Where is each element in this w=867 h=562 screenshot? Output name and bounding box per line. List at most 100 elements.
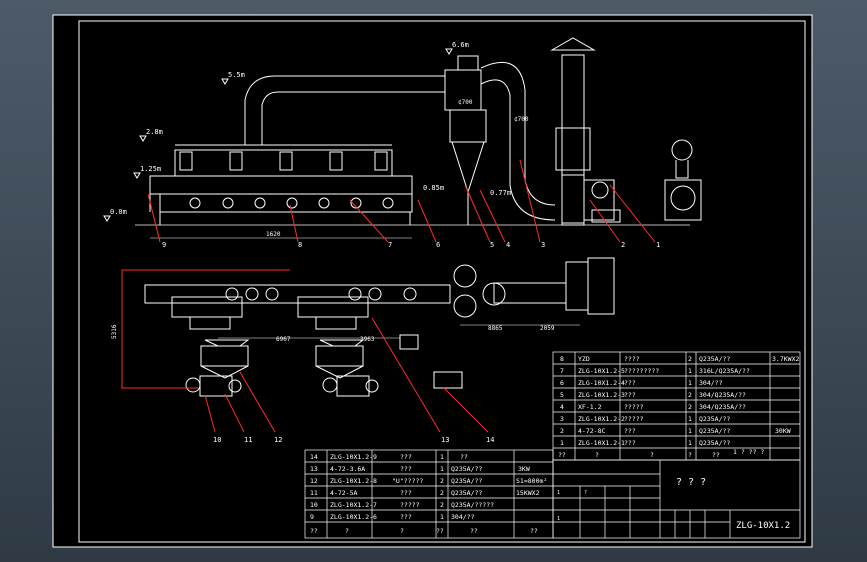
plan-pipe-red [121, 269, 290, 389]
svg-text:12: 12 [274, 436, 282, 444]
svg-text:??: ?? [470, 527, 478, 535]
svg-text:1: 1 [440, 513, 444, 521]
svg-text:15KWX2: 15KWX2 [516, 489, 540, 497]
svg-text:ZLG-10X1.2-7: ZLG-10X1.2-7 [330, 501, 377, 509]
svg-text:3: 3 [560, 415, 564, 423]
svg-text:????: ???? [624, 355, 640, 363]
svg-text:1: 1 [688, 367, 692, 375]
svg-text:2: 2 [560, 427, 564, 435]
svg-text:2: 2 [688, 355, 692, 363]
svg-text:2059: 2059 [540, 325, 555, 332]
svg-text:??: ?? [436, 527, 444, 535]
svg-text:4-72-8C: 4-72-8C [578, 427, 605, 435]
svg-text:???: ??? [624, 379, 636, 387]
svg-text:304/??: 304/?? [699, 379, 723, 387]
svg-text:??: ?? [558, 451, 566, 459]
svg-text:5: 5 [490, 241, 494, 249]
svg-text:ZLG-10X1.2-3: ZLG-10X1.2-3 [578, 391, 625, 399]
svg-text:???: ??? [624, 391, 636, 399]
elevation-label: 2.8m [146, 128, 163, 136]
svg-text:8: 8 [560, 355, 564, 363]
svg-text:9: 9 [310, 513, 314, 521]
elevation-markers: 6.6m 5.5m 2.8m 1.25m 0.0m 0.85m 0.77m [110, 41, 511, 216]
svg-text:XF-1.2: XF-1.2 [578, 403, 602, 411]
elevation-view [135, 37, 702, 226]
svg-text:1: 1 [688, 379, 692, 387]
drawing-frame [78, 20, 806, 543]
svg-text:8865: 8865 [488, 325, 503, 332]
svg-text:Q235A/??: Q235A/?? [699, 439, 730, 447]
svg-text:1: 1 [688, 427, 692, 435]
svg-text:2: 2 [621, 241, 625, 249]
parts-list-lower-text: 14 ZLG-10X1.2-9 ??? 1 ?? 13 4-72-3.6A ??… [310, 453, 547, 535]
svg-text:ZLG-10X1.2-9: ZLG-10X1.2-9 [330, 453, 377, 461]
svg-text:Q235A/??: Q235A/?? [451, 489, 482, 497]
svg-text:??: ?? [460, 453, 468, 461]
elevation-label: 0.77m [490, 189, 511, 197]
elevation-label: 6.6m [452, 41, 469, 49]
svg-text:ZLG-10X1.2-6: ZLG-10X1.2-6 [330, 513, 377, 521]
svg-text:1: 1 [688, 415, 692, 423]
part-balloons-bottom: 10 11 12 13 14 [213, 436, 494, 444]
svg-text:?????: ????? [624, 415, 644, 423]
parts-list-upper-text: 8 YZD ???? 2 Q235A/?? 3.7KWX2 7 ZLG-10X1… [558, 355, 799, 459]
title-block [552, 459, 801, 539]
svg-text:1: 1 [560, 439, 564, 447]
plan-dimension-lines [218, 324, 580, 339]
svg-text:¢700: ¢700 [458, 99, 473, 106]
svg-text:???: ??? [624, 439, 636, 447]
svg-text:2: 2 [688, 403, 692, 411]
svg-text:3963: 3963 [360, 336, 375, 343]
svg-text:???: ??? [400, 453, 412, 461]
svg-text:7: 7 [560, 367, 564, 375]
svg-text:Q235A/??: Q235A/?? [451, 477, 482, 485]
elevation-label: 0.85m [423, 184, 444, 192]
svg-text:???: ??? [400, 513, 412, 521]
svg-text:1: 1 [440, 453, 444, 461]
svg-text:Q235A/?????: Q235A/????? [451, 501, 494, 509]
elevation-ticks [103, 48, 453, 222]
svg-text:9: 9 [162, 241, 166, 249]
sheet-background [52, 14, 813, 548]
svg-text:13: 13 [441, 436, 449, 444]
svg-text:6: 6 [436, 241, 440, 249]
svg-text:??: ?? [712, 451, 720, 459]
svg-text:?: ? [650, 451, 654, 459]
svg-text:ZLG-10X1.2-5: ZLG-10X1.2-5 [578, 367, 625, 375]
elevation-label: 5.5m [228, 71, 245, 79]
svg-text:14: 14 [486, 436, 494, 444]
svg-text:4: 4 [560, 403, 564, 411]
svg-text:???: ??? [624, 427, 636, 435]
parts-list-upper [552, 351, 801, 461]
svg-text:3: 3 [541, 241, 545, 249]
svg-text:5316: 5316 [111, 324, 118, 339]
svg-text:13: 13 [310, 465, 318, 473]
svg-text:2: 2 [440, 489, 444, 497]
plan-dimension-labels: 5316 6967 3963 8865 2059 [111, 324, 555, 343]
svg-text:5: 5 [560, 391, 564, 399]
svg-text:304/??: 304/?? [451, 513, 475, 521]
svg-text:304/Q235A/??: 304/Q235A/?? [699, 403, 746, 411]
svg-text:YZD: YZD [578, 355, 590, 363]
svg-text:2: 2 [688, 391, 692, 399]
svg-text:1: 1 [557, 490, 560, 496]
svg-text:4-72-3.6A: 4-72-3.6A [330, 465, 365, 473]
svg-text:?????????: ????????? [624, 367, 659, 375]
svg-text:4-72-5A: 4-72-5A [330, 489, 357, 497]
svg-text:ZLG-10X1.2-1: ZLG-10X1.2-1 [578, 439, 625, 447]
svg-text:S1=800m²: S1=800m² [516, 477, 547, 485]
elevation-label: 0.0m [110, 208, 127, 216]
svg-text:?: ? [345, 527, 349, 535]
svg-text:6967: 6967 [276, 336, 291, 343]
dryer-ports [189, 197, 394, 209]
svg-text:?: ? [400, 527, 404, 535]
plan-leader-lines [204, 317, 489, 433]
svg-text:3KW: 3KW [518, 465, 530, 473]
svg-text:11: 11 [310, 489, 318, 497]
svg-text:1: 1 [656, 241, 660, 249]
svg-text:??: ?? [530, 527, 538, 535]
svg-text:1: 1 [440, 465, 444, 473]
svg-text:Q235A/??: Q235A/?? [699, 415, 730, 423]
svg-text:???: ??? [400, 489, 412, 497]
